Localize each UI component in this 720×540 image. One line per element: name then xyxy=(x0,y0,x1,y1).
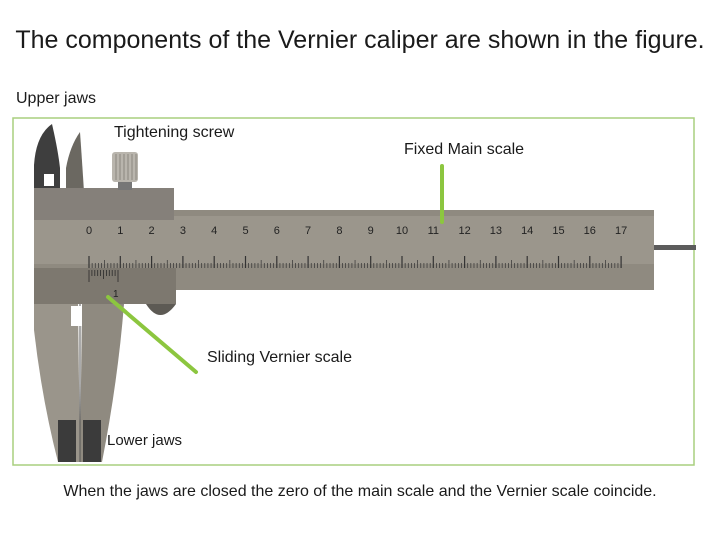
main-scale-number: 12 xyxy=(458,225,470,237)
figure-caption: When the jaws are closed the zero of the… xyxy=(63,483,657,500)
main-scale-number: 1 xyxy=(117,225,123,237)
sliding-vernier-scale-label: Sliding Vernier scale xyxy=(207,349,352,366)
upper-sliding-jaw xyxy=(66,132,84,192)
vernier-scale-number: 1 xyxy=(113,289,119,300)
upper-fixed-jaw-notch xyxy=(44,174,54,186)
main-scale-number: 6 xyxy=(274,225,280,237)
main-scale-number: 17 xyxy=(615,225,627,237)
vernier-slider xyxy=(34,268,176,304)
tightening-screw-label: Tightening screw xyxy=(114,124,235,141)
main-scale-number: 16 xyxy=(584,225,596,237)
main-scale-ticks xyxy=(88,256,622,268)
figure-frame xyxy=(12,117,695,466)
main-scale-number: 4 xyxy=(211,225,217,237)
tightening-screw-knurl xyxy=(115,154,137,180)
slider-top xyxy=(34,188,174,220)
thumb-wheel xyxy=(146,304,176,315)
main-scale-number: 0 xyxy=(86,225,92,237)
main-scale-number: 5 xyxy=(242,225,248,237)
main-scale-number: 13 xyxy=(490,225,502,237)
main-scale-number: 9 xyxy=(368,225,374,237)
main-scale-number: 3 xyxy=(180,225,186,237)
lower-jaws-label: Lower jaws xyxy=(107,432,183,449)
tightening-screw-neck xyxy=(118,180,132,190)
lower-fixed-jaw-pad xyxy=(58,420,76,462)
sliding-vernier-scale-pointer xyxy=(106,295,198,374)
upper-jaws-label: Upper jaws xyxy=(16,90,97,107)
depth-rod xyxy=(652,245,696,250)
main-scale-number: 14 xyxy=(521,225,533,237)
page-title: The components of the Vernier caliper ar… xyxy=(15,26,705,54)
main-scale-number: 8 xyxy=(336,225,342,237)
main-scale-number: 11 xyxy=(428,225,439,237)
fixed-main-scale-label: Fixed Main scale xyxy=(404,141,525,158)
main-beam-scale-strip xyxy=(34,216,654,264)
vernier-scale-ticks xyxy=(88,270,119,282)
main-scale-number: 7 xyxy=(305,225,311,237)
lower-sliding-jaw-pad xyxy=(83,420,101,462)
main-scale-number: 10 xyxy=(396,225,408,237)
lower-jaw-window xyxy=(71,306,82,326)
main-scale-number: 15 xyxy=(552,225,564,237)
main-scale-number: 2 xyxy=(149,225,155,237)
